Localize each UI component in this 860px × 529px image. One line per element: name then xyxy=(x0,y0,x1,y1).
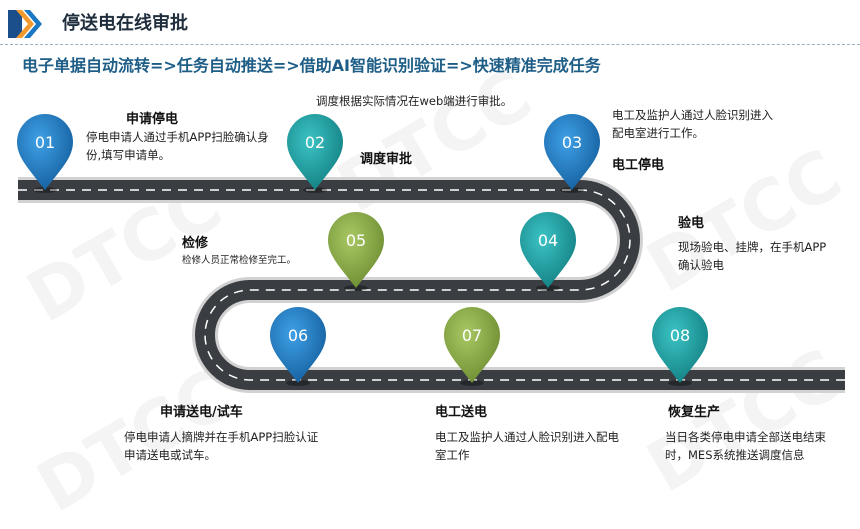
step-description: 检修人员正常检修至完工。 xyxy=(182,255,297,266)
step-number: 07 xyxy=(462,326,482,345)
step-number: 03 xyxy=(562,133,582,152)
step-title: 申请停电 xyxy=(126,112,179,127)
step-description: 电工及监护人通过人脸识别进入配电室进行工作。 xyxy=(612,108,773,140)
step-title: 电工送电 xyxy=(435,405,488,420)
step-title: 验电 xyxy=(678,216,705,231)
step-title: 恢复生产 xyxy=(668,405,721,420)
step-pin-03: 03 xyxy=(544,114,600,193)
road-path xyxy=(18,177,845,393)
step-description: 电工及监护人通过人脸识别进入配电室工作 xyxy=(435,430,619,462)
step-description: 现场验电、挂牌，在手机APP确认验电 xyxy=(678,240,827,272)
step-number: 04 xyxy=(538,231,558,250)
road-diagram: 01 02 03 04 05 06 07 08 xyxy=(17,114,845,393)
header-divider xyxy=(0,44,860,45)
step-title: 电工停电 xyxy=(612,158,665,173)
step-description: 当日各类停电申请全部送电结束时，MES系统推送调度信息 xyxy=(665,430,826,462)
step-title: 检修 xyxy=(182,236,209,251)
step-description: 调度根据实际情况在web端进行审批。 xyxy=(316,94,513,108)
step-number: 06 xyxy=(288,326,308,345)
step-pin-04: 04 xyxy=(520,212,576,291)
step-pin-02: 02 xyxy=(287,114,343,193)
step-title: 调度审批 xyxy=(360,152,413,167)
step-pin-08: 08 xyxy=(652,307,708,386)
step-number: 08 xyxy=(670,326,690,345)
step-number: 05 xyxy=(346,231,366,250)
page-title: 停送电在线审批 xyxy=(62,13,188,34)
logo-chevron-icon xyxy=(8,10,42,38)
step-pin-07: 07 xyxy=(444,307,500,386)
step-number: 02 xyxy=(305,133,325,152)
process-subtitle: 电子单据自动流转=>任务自动推送=>借助AI智能识别验证=>快速精准完成任务 xyxy=(22,56,601,75)
step-description: 停电申请人通过手机APP扫脸确认身份,填写申请单。 xyxy=(86,130,269,162)
step-pin-05: 05 xyxy=(328,212,384,291)
step-pin-01: 01 xyxy=(17,114,73,193)
step-description: 停电申请人摘牌并在手机APP扫脸认证申请送电或试车。 xyxy=(124,430,319,462)
step-number: 01 xyxy=(35,133,55,152)
step-title: 申请送电/试车 xyxy=(160,405,243,420)
step-pin-06: 06 xyxy=(270,307,326,386)
